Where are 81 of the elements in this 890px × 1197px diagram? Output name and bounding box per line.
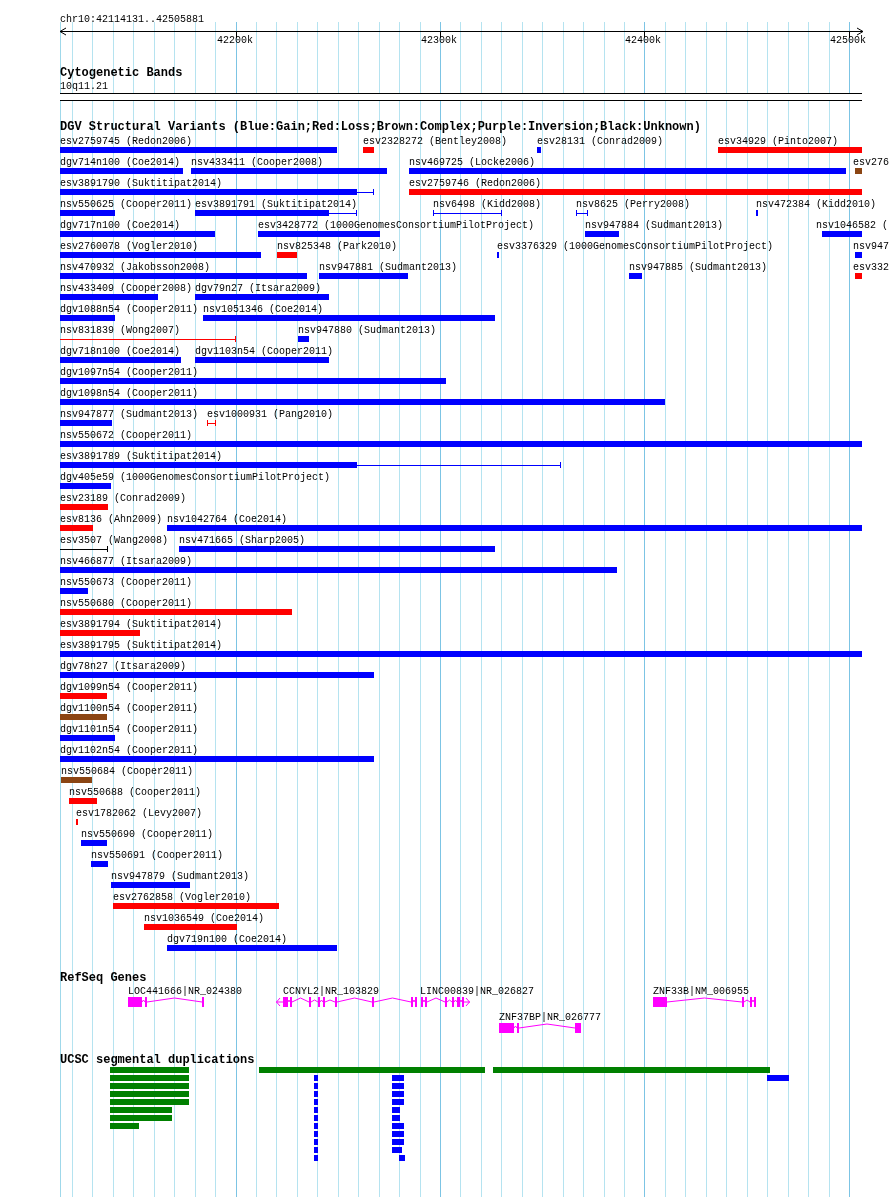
variant-label: nsv466877 (Itsara2009) <box>60 556 193 567</box>
variant-label: nsv947 <box>853 241 889 252</box>
track-title: RefSeq Genes <box>60 972 147 985</box>
track-title: UCSC segmental duplications <box>60 1054 255 1067</box>
variant-label: esv276 <box>853 157 889 168</box>
variant-label: esv2759746 (Redon2006) <box>409 178 542 189</box>
variant-label: esv3891790 (Suktitipat2014) <box>60 178 223 189</box>
variant-label: esv8136 (Ahn2009) <box>60 514 163 525</box>
variant-label: nsv825348 (Park2010) <box>277 241 398 252</box>
axis-tick-label: 42200k <box>217 35 253 46</box>
axis-tick-label: 42300k <box>421 35 457 46</box>
variant-label: nsv550691 (Cooper2011) <box>91 850 224 861</box>
variant-label: esv2760078 (Vogler2010) <box>60 241 199 252</box>
variant-label: esv2328272 (Bentley2008) <box>363 136 508 147</box>
variant-label: esv332 <box>853 262 889 273</box>
variant-label: nsv550684 (Cooper2011) <box>61 766 194 777</box>
variant-label: esv3891789 (Suktitipat2014) <box>60 451 223 462</box>
variant-label: dgv718n100 (Coe2014) <box>60 346 181 357</box>
variant-label: dgv1102n54 (Cooper2011) <box>60 745 199 756</box>
variant-label: dgv1088n54 (Cooper2011) <box>60 304 199 315</box>
variant-label: dgv717n100 (Coe2014) <box>60 220 181 231</box>
variant-label: nsv947879 (Sudmant2013) <box>111 871 250 882</box>
variant-label: nsv947881 (Sudmant2013) <box>319 262 458 273</box>
variant-label: nsv831839 (Wong2007) <box>60 325 181 336</box>
variant-label: dgv1098n54 (Cooper2011) <box>60 388 199 399</box>
variant-label: esv3507 (Wang2008) <box>60 535 169 546</box>
variant-label: nsv947880 (Sudmant2013) <box>298 325 437 336</box>
variant-label: nsv947884 (Sudmant2013) <box>585 220 724 231</box>
variant-label: esv3891791 (Suktitipat2014) <box>195 199 358 210</box>
variant-label: dgv1103n54 (Cooper2011) <box>195 346 334 357</box>
gene-label: CCNYL2|NR_103829 <box>283 986 379 997</box>
variant-label: esv1000931 (Pang2010) <box>207 409 334 420</box>
variant-label: nsv433411 (Cooper2008) <box>191 157 324 168</box>
axis-tick-label: 42400k <box>625 35 661 46</box>
variant-label: esv28131 (Conrad2009) <box>537 136 664 147</box>
variant-label: esv2759745 (Redon2006) <box>60 136 193 147</box>
variant-label: nsv947885 (Sudmant2013) <box>629 262 768 273</box>
variant-label: esv23189 (Conrad2009) <box>60 493 187 504</box>
variant-label: nsv947877 (Sudmant2013) <box>60 409 199 420</box>
gene-label: LINC00839|NR_026827 <box>420 986 535 997</box>
variant-label: dgv1097n54 (Cooper2011) <box>60 367 199 378</box>
gene-label: ZNF33B|NM_006955 <box>653 986 749 997</box>
variant-label: nsv8625 (Perry2008) <box>576 199 691 210</box>
variant-label: esv34929 (Pinto2007) <box>718 136 839 147</box>
variant-label: dgv714n100 (Coe2014) <box>60 157 181 168</box>
variant-label: dgv78n27 (Itsara2009) <box>60 661 187 672</box>
variant-label: nsv550690 (Cooper2011) <box>81 829 214 840</box>
gene-label: LOC441666|NR_024380 <box>128 986 243 997</box>
variant-label: nsv1042764 (Coe2014) <box>167 514 288 525</box>
track-title: DGV Structural Variants (Blue:Gain;Red:Loss;Brown:Complex;Purple:Inversion;Black:Unknown) <box>60 121 701 134</box>
variant-label: nsv1036549 (Coe2014) <box>144 913 265 924</box>
variant-label: nsv1051346 (Coe2014) <box>203 304 324 315</box>
variant-label: nsv550672 (Cooper2011) <box>60 430 193 441</box>
variant-label: esv1782062 (Levy2007) <box>76 808 203 819</box>
axis-tick-label: 42500k <box>830 35 866 46</box>
variant-label: esv3428772 (1000GenomesConsortiumPilotProject) <box>258 220 535 231</box>
variant-label: nsv550680 (Cooper2011) <box>60 598 193 609</box>
region-coordinates: chr10:42114131..42505881 <box>60 14 205 25</box>
gene-label: ZNF37BP|NR_026777 <box>499 1012 602 1023</box>
variant-label: nsv433409 (Cooper2008) <box>60 283 193 294</box>
variant-label: nsv472384 (Kidd2010) <box>756 199 877 210</box>
variant-label: nsv470932 (Jakobsson2008) <box>60 262 211 273</box>
track-title: Cytogenetic Bands <box>60 67 183 80</box>
variant-label: esv3891794 (Suktitipat2014) <box>60 619 223 630</box>
variant-label: esv3376329 (1000GenomesConsortiumPilotProject) <box>497 241 774 252</box>
variant-label: esv2762858 (Vogler2010) <box>113 892 252 903</box>
variant-label: nsv471665 (Sharp2005) <box>179 535 306 546</box>
variant-label: dgv1101n54 (Cooper2011) <box>60 724 199 735</box>
variant-label: nsv6498 (Kidd2008) <box>433 199 542 210</box>
variant-label: dgv79n27 (Itsara2009) <box>195 283 322 294</box>
variant-label: dgv719n100 (Coe2014) <box>167 934 288 945</box>
variant-label: nsv469725 (Locke2006) <box>409 157 536 168</box>
variant-label: nsv1046582 ( <box>816 220 888 231</box>
variant-label: dgv1099n54 (Cooper2011) <box>60 682 199 693</box>
variant-label: esv3891795 (Suktitipat2014) <box>60 640 223 651</box>
variant-label: dgv405e59 (1000GenomesConsortiumPilotProject) <box>60 472 331 483</box>
variant-label: nsv550688 (Cooper2011) <box>69 787 202 798</box>
band-label: 10q11.21 <box>60 81 108 92</box>
variant-label: nsv550673 (Cooper2011) <box>60 577 193 588</box>
variant-label: nsv550625 (Cooper2011) <box>60 199 193 210</box>
variant-label: dgv1100n54 (Cooper2011) <box>60 703 199 714</box>
